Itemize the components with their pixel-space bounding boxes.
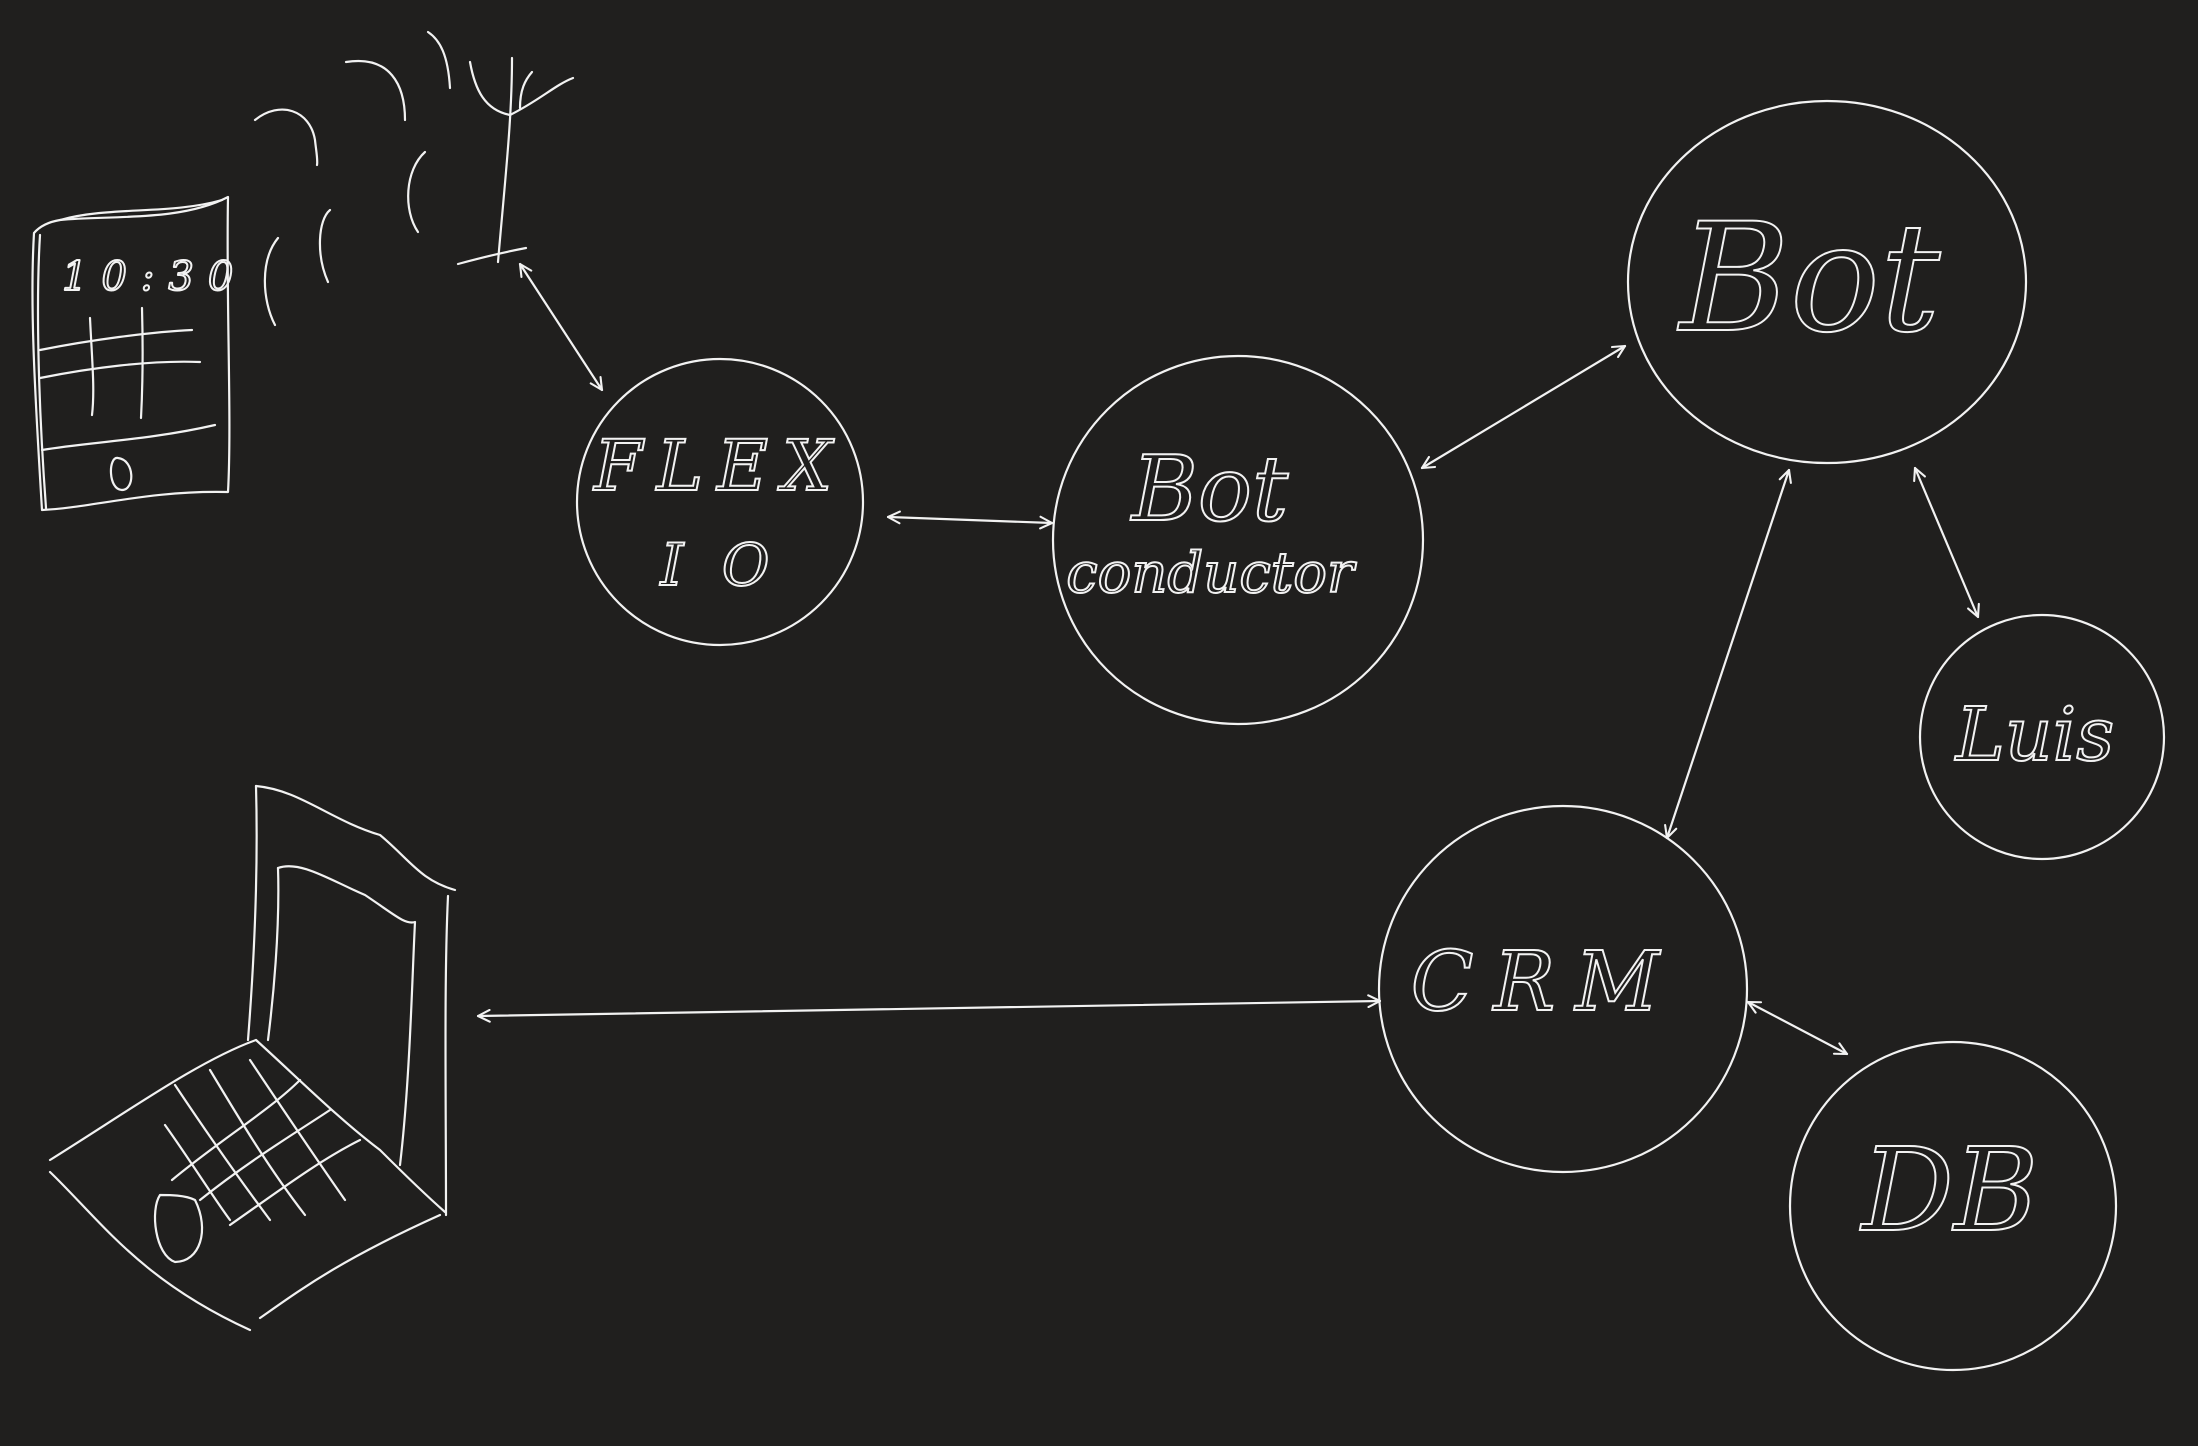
phone-icon: 10:30 [31, 195, 247, 512]
node-bot-label: Bot [1677, 192, 1942, 366]
edge-laptop-crm [476, 994, 1382, 1023]
node-luis-label: Luis [1954, 692, 2114, 778]
node-luis: Luis [1918, 613, 2166, 861]
edge-crm-db [1746, 1000, 1849, 1056]
node-bot: Bot [1626, 99, 2028, 465]
node-bot-conductor: Bot conductor [1051, 354, 1425, 726]
laptop-icon [48, 784, 457, 1332]
node-db-label: DB [1860, 1124, 2039, 1258]
node-flex-label: FLEX [592, 425, 846, 507]
edge-bot-luis [1913, 466, 1980, 619]
edge-bot-conductor-bot [1420, 344, 1627, 470]
phone-time: 10:30 [62, 254, 247, 300]
node-bot-conductor-sublabel: conductor [1066, 541, 1357, 606]
antenna-icon [456, 56, 575, 266]
node-crm-label: CRM [1411, 935, 1679, 1030]
signal-waves-icon [253, 30, 452, 327]
node-flex-sublabel: I O [660, 531, 780, 599]
node-db: DB [1788, 1040, 2118, 1372]
node-flex: FLEX I O [575, 357, 865, 647]
edge-antenna-flex [518, 262, 604, 392]
node-bot-conductor-label: Bot [1130, 437, 1289, 542]
edge-flex-bot-conductor [886, 510, 1054, 530]
node-crm: CRM [1377, 804, 1749, 1174]
edge-bot-crm [1664, 468, 1792, 840]
